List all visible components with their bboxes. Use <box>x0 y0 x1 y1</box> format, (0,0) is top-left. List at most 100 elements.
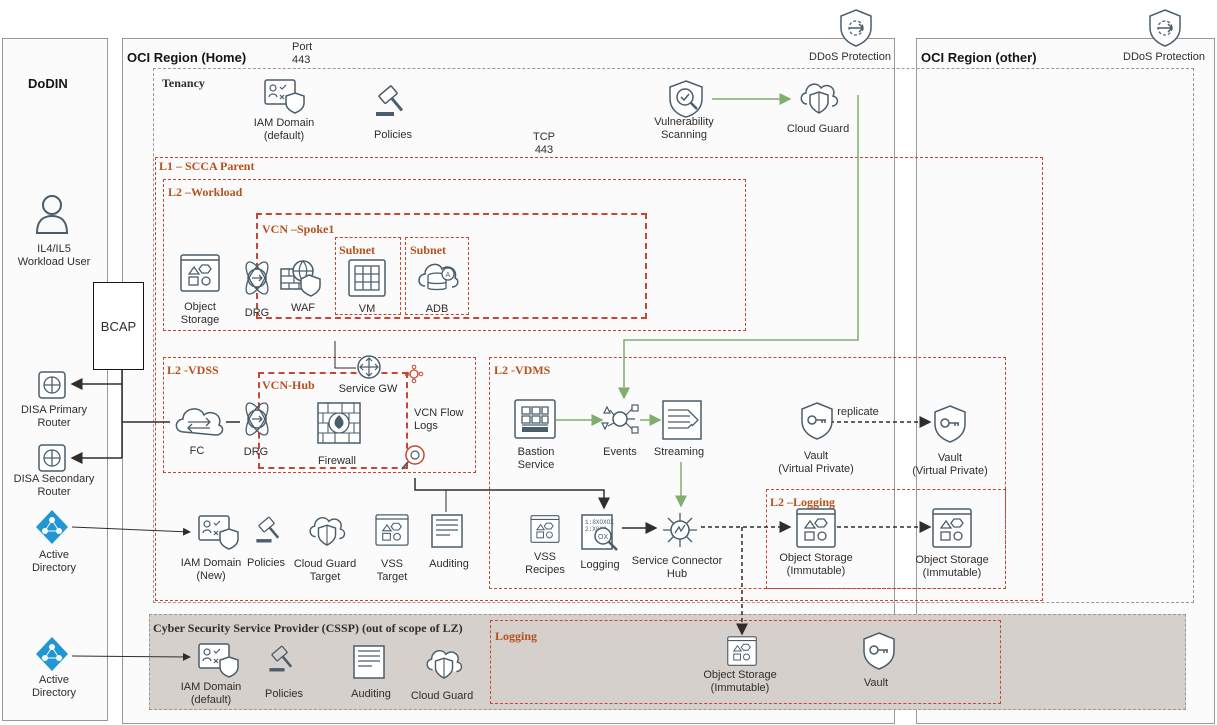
firewall-icon <box>317 402 361 449</box>
logging-label: Logging <box>580 559 620 571</box>
oci-home-title: OCI Region (Home) <box>127 50 247 65</box>
cloud-guard-icon <box>797 76 841 121</box>
cloud-guard-target-icon <box>306 510 348 553</box>
vault-icon-home <box>800 401 834 446</box>
bcap-box: BCAP <box>93 282 144 370</box>
svg-text:A: A <box>446 272 451 279</box>
dodin-title: DoDIN <box>28 76 68 91</box>
service-connector-hub-label: Service Connector Hub <box>631 555 723 580</box>
vault-cssp-icon <box>862 631 896 676</box>
fc-label: FC <box>189 445 205 457</box>
waf-label: WAF <box>290 302 316 314</box>
vm-icon <box>348 259 386 302</box>
object-storage-icon-logging <box>796 508 836 553</box>
vss-target-icon <box>375 514 409 551</box>
object-storage-label-logging: Object Storage (Immutable) <box>779 552 853 577</box>
tcp-annotation: TCP 443 <box>533 131 555 156</box>
cssp-logging-title: Logging <box>495 629 538 643</box>
l2-workload-box <box>163 179 746 331</box>
policies-cssp-icon <box>266 643 298 678</box>
cloud-guard-cssp-icon <box>423 643 465 686</box>
vault-icon-other <box>933 404 967 449</box>
drg-icon-workload <box>237 258 277 303</box>
ddos-label-home: DDoS Protection <box>809 51 891 63</box>
l2-vdss-box <box>163 357 476 473</box>
vault-label-home: Vault (Virtual Private) <box>778 450 854 475</box>
object-storage-label-other: Object Storage (Immutable) <box>915 554 989 579</box>
auditing-icon <box>431 514 463 553</box>
vss-target-label: VSS Target <box>376 558 408 583</box>
firewall-label: Firewall <box>318 455 356 467</box>
auditing-cssp-label: Auditing <box>351 688 391 700</box>
l2-vdss-title: L2 -VDSS <box>167 363 219 377</box>
policies-label-l1: Policies <box>247 557 285 569</box>
vcn-hub-title: VCN-Hub <box>262 378 315 392</box>
l2-vdms-box <box>489 357 1006 589</box>
iam-domain-label: IAM Domain (default) <box>253 117 315 142</box>
ddos-shield-icon-other <box>1147 8 1183 53</box>
svg-text:2:X0X0: 2:X0X0 <box>585 526 607 533</box>
vcn-spoke-title: VCN –Spoke1 <box>262 222 335 236</box>
svg-text:1:8XOXOX: 1:8XOXOX <box>585 519 614 526</box>
waf-icon <box>279 257 323 302</box>
iam-domain-cssp-icon <box>198 643 240 684</box>
active-directory-icon-2 <box>35 636 69 677</box>
vss-recipes-label: VSS Recipes <box>525 551 565 576</box>
service-connector-hub-icon <box>660 511 700 554</box>
subnet-adb-box <box>405 237 469 315</box>
policies-icon-l1 <box>253 514 285 549</box>
events-icon <box>598 401 642 442</box>
vm-label: VM <box>358 303 376 315</box>
primary-router-icon <box>38 371 66 404</box>
vulnerability-scanning-label: Vulnerability Scanning <box>654 116 714 141</box>
active-directory-label-1: Active Directory <box>31 549 76 574</box>
policies-cssp-label: Policies <box>265 688 303 700</box>
streaming-icon <box>662 400 702 445</box>
user-label: IL4/IL5 Workload User <box>17 243 91 268</box>
drg-icon-vdss <box>237 399 277 444</box>
vcn-flow-logs-icon <box>400 443 428 476</box>
service-gw-label: Service GW <box>338 383 398 395</box>
cssp-title: Cyber Security Service Provider (CSSP) (… <box>153 621 463 635</box>
oci-other-panel <box>916 38 1215 724</box>
policies-label: Policies <box>374 129 412 141</box>
vcn-flow-logs-label: VCN Flow Logs <box>414 407 464 432</box>
adb-icon: A <box>415 256 461 301</box>
service-gw-icon <box>356 354 382 385</box>
drg-label-workload: DRG <box>244 307 270 319</box>
vulnerability-scanning-icon <box>666 79 706 124</box>
auditing-cssp-icon <box>353 645 385 684</box>
l2-logging-box <box>766 489 1006 589</box>
vault-label-other: Vault (Virtual Private) <box>912 452 988 477</box>
object-storage-label-workload: Object Storage <box>180 301 220 326</box>
svg-text:OX: OX <box>598 534 608 541</box>
vcn-hub-orange-icon <box>404 364 424 389</box>
bastion-icon <box>514 399 556 444</box>
object-storage-icon-other <box>932 508 972 553</box>
active-directory-label-2: Active Directory <box>31 674 76 699</box>
secondary-router-label: DISA Secondary Router <box>13 473 95 498</box>
object-storage-cssp-label: Object Storage (Immutable) <box>703 669 777 694</box>
ddos-label-other: DDoS Protection <box>1123 51 1205 63</box>
subnet-vm-box <box>335 237 401 315</box>
l2-workload-title: L2 –Workload <box>168 185 243 199</box>
iam-domain-cssp-label: IAM Domain (default) <box>180 681 242 706</box>
policies-gavel-icon <box>372 83 410 122</box>
fc-icon <box>170 402 226 447</box>
subnet-vm-title: Subnet <box>339 243 376 257</box>
l2-vdms-title: L2 -VDMS <box>494 363 551 377</box>
auditing-label: Auditing <box>429 558 469 570</box>
adb-label: ADB <box>425 303 449 315</box>
oci-other-title: OCI Region (other) <box>921 50 1037 65</box>
l2-logging-title: L2 –Logging <box>770 495 836 509</box>
l1-title: L1 – SCCA Parent <box>159 159 255 173</box>
object-storage-cssp-icon <box>727 636 757 671</box>
secondary-router-icon <box>38 444 66 477</box>
cloud-guard-target-label: Cloud Guard Target <box>293 558 357 583</box>
events-label: Events <box>603 446 637 458</box>
vss-recipes-icon <box>530 515 560 548</box>
streaming-label: Streaming <box>653 446 705 458</box>
subnet-adb-title: Subnet <box>410 243 447 257</box>
